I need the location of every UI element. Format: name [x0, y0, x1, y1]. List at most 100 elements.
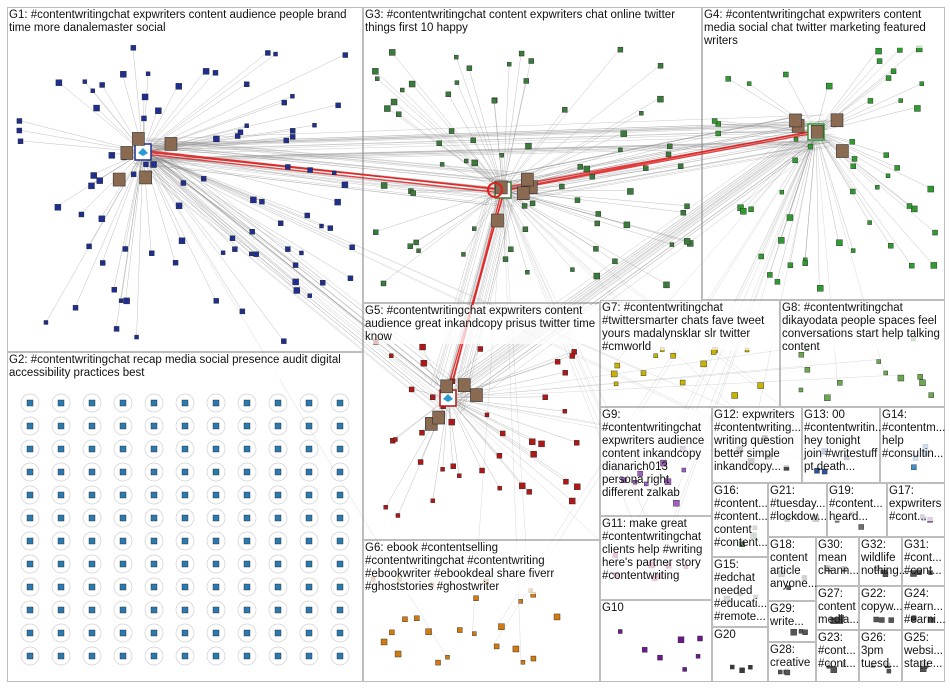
- edge: [142, 151, 284, 341]
- group-box-g20: [712, 627, 768, 682]
- edge: [402, 89, 504, 191]
- edge: [447, 397, 522, 486]
- edge: [74, 151, 144, 308]
- node: [336, 560, 344, 568]
- node: [327, 225, 334, 231]
- node: [26, 583, 34, 591]
- edge: [145, 149, 504, 191]
- node-loop: [82, 485, 102, 505]
- node: [804, 367, 811, 373]
- node-loop: [237, 531, 257, 551]
- edge: [141, 139, 502, 174]
- node: [836, 239, 843, 246]
- node: [677, 636, 685, 643]
- node: [82, 79, 88, 84]
- node-loop: [299, 485, 319, 505]
- edge: [142, 151, 152, 253]
- node: [824, 394, 831, 401]
- edge: [447, 359, 877, 399]
- node-loop: [20, 393, 40, 413]
- edge: [513, 141, 831, 198]
- edge: [815, 131, 935, 233]
- node: [400, 87, 405, 93]
- edge: [142, 151, 337, 202]
- edge: [456, 124, 823, 389]
- node: [99, 260, 106, 266]
- edge: [781, 131, 817, 193]
- node-loop: [299, 600, 319, 620]
- node-loop: [144, 393, 164, 413]
- node: [695, 654, 701, 659]
- node-loop: [175, 462, 195, 482]
- node: [801, 575, 808, 581]
- edge: [386, 107, 504, 191]
- node: [57, 468, 65, 476]
- node: [336, 445, 344, 453]
- avatar: [432, 410, 446, 425]
- node-loop: [206, 508, 226, 528]
- node: [425, 628, 432, 635]
- edge: [153, 120, 831, 145]
- node: [320, 280, 326, 286]
- node: [841, 565, 847, 572]
- node-loop: [330, 462, 350, 482]
- node: [491, 97, 497, 104]
- node: [774, 279, 781, 285]
- edge: [442, 397, 449, 470]
- node: [334, 198, 341, 206]
- group-box-g25: [902, 630, 945, 682]
- node: [119, 422, 127, 430]
- node: [798, 387, 804, 393]
- node: [212, 70, 219, 76]
- node: [875, 47, 882, 55]
- node: [577, 164, 583, 170]
- node: [332, 170, 337, 176]
- node: [130, 45, 137, 51]
- node: [677, 163, 684, 169]
- node-loop: [20, 623, 40, 643]
- node: [730, 664, 735, 670]
- node: [88, 560, 96, 568]
- node: [867, 98, 874, 104]
- edge: [815, 49, 878, 133]
- node: [289, 128, 296, 134]
- edge: [815, 131, 870, 223]
- node: [512, 645, 520, 653]
- node: [927, 517, 933, 523]
- node: [200, 176, 207, 182]
- edge: [436, 180, 495, 386]
- edge: [742, 131, 817, 211]
- node: [830, 666, 837, 673]
- edge: [155, 140, 833, 159]
- node-loop: [299, 393, 319, 413]
- node: [657, 95, 664, 103]
- edge: [447, 397, 577, 486]
- node: [145, 71, 151, 76]
- node: [178, 237, 186, 244]
- node: [885, 662, 891, 669]
- edge: [490, 115, 800, 179]
- node: [57, 491, 65, 499]
- group-box-g15: [712, 557, 768, 627]
- edge: [146, 164, 508, 208]
- node: [526, 489, 532, 495]
- twitter-bird-icon: [443, 394, 453, 402]
- node: [739, 667, 745, 674]
- edge: [501, 129, 818, 189]
- edge: [143, 155, 505, 196]
- node: [738, 591, 743, 597]
- node: [697, 635, 703, 642]
- node: [108, 152, 116, 159]
- node: [78, 211, 85, 218]
- node: [618, 147, 623, 153]
- edge: [447, 397, 566, 482]
- node-loop: [330, 577, 350, 597]
- group-box-g21: [768, 483, 827, 537]
- edge: [57, 81, 144, 153]
- edge: [146, 138, 508, 173]
- node: [792, 157, 798, 164]
- node: [274, 514, 282, 522]
- node: [778, 669, 783, 675]
- node: [57, 422, 65, 430]
- group-box-g29: [768, 601, 816, 642]
